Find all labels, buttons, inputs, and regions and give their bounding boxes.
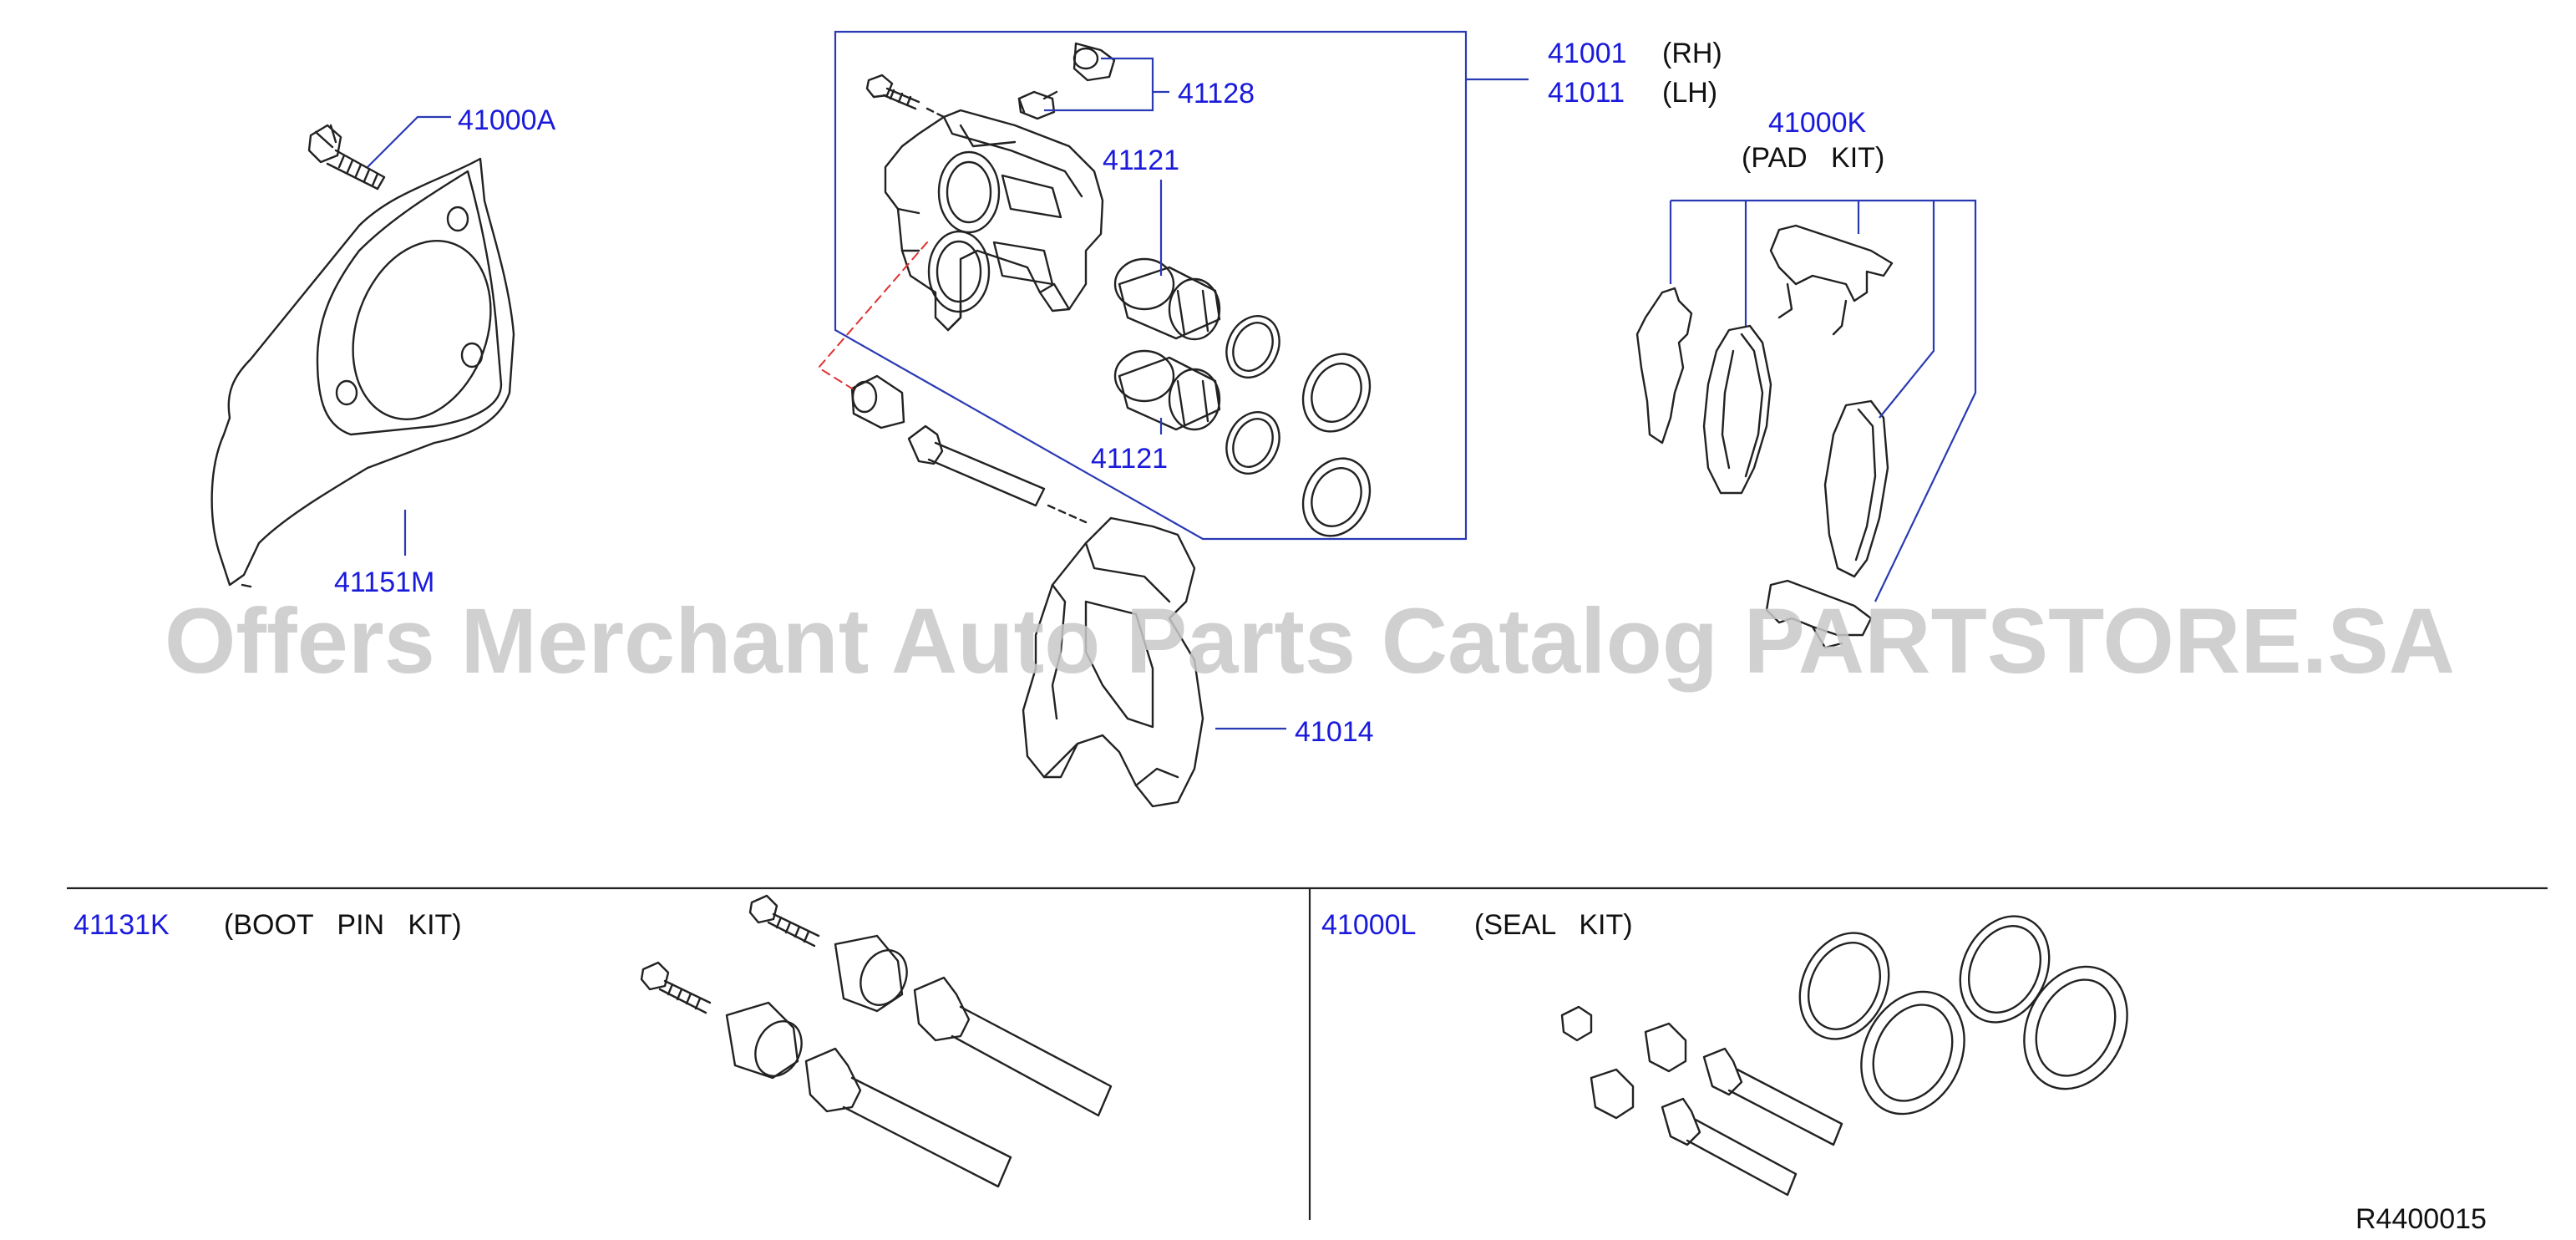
caliper-body-drawing	[884, 109, 1104, 332]
dashed-guide-line	[818, 241, 928, 389]
kit-desc-boot-pin: (BOOT PIN KIT)	[224, 909, 462, 941]
piston-bottom-drawing	[1113, 349, 1221, 431]
callout-41000k: 41000K	[1768, 107, 1867, 139]
leader-41000k	[1669, 199, 1977, 602]
callout-41011-side: (LH)	[1662, 77, 1717, 109]
pad-kit-drawing	[1635, 224, 1894, 649]
callout-41121-top: 41121	[1103, 145, 1179, 176]
caliper-bolt-drawing	[865, 74, 946, 119]
piston-top-drawing	[1113, 257, 1221, 341]
backing-plate-drawing	[210, 157, 515, 588]
callout-41001: 41001	[1548, 38, 1627, 69]
callout-41151m: 41151M	[334, 567, 434, 598]
callout-41001-side: (RH)	[1662, 38, 1722, 69]
leader-41001	[834, 30, 1468, 541]
seal-kit-drawing	[1560, 915, 2128, 1197]
kit-desc-seal: (SEAL KIT)	[1474, 909, 1633, 941]
callout-41128: 41128	[1178, 78, 1255, 109]
kit-code-41000l: 41000L	[1321, 909, 1416, 941]
callout-41011: 41011	[1548, 77, 1625, 109]
figure-id: R4400015	[2355, 1203, 2487, 1235]
bleeder-drawing	[1017, 42, 1116, 120]
seal-rings-drawing	[1225, 315, 1372, 537]
leader-41128	[1044, 57, 1169, 112]
watermark-text: Offers Merchant Auto Parts Catalog PARTS…	[165, 590, 2455, 693]
leader-41000a	[367, 115, 451, 168]
boot-pin-kit-drawing	[640, 894, 1113, 1188]
boot-pin-drawing	[850, 374, 1088, 524]
callout-41000a: 41000A	[458, 104, 556, 136]
callout-41000k-desc: (PAD KIT)	[1742, 142, 1884, 174]
callout-41014: 41014	[1295, 716, 1374, 748]
callout-41121-bottom: 41121	[1091, 443, 1168, 475]
bolt-41000a-drawing	[307, 124, 386, 191]
torque-member-drawing	[1022, 516, 1204, 808]
kit-code-41131k: 41131K	[74, 909, 170, 941]
